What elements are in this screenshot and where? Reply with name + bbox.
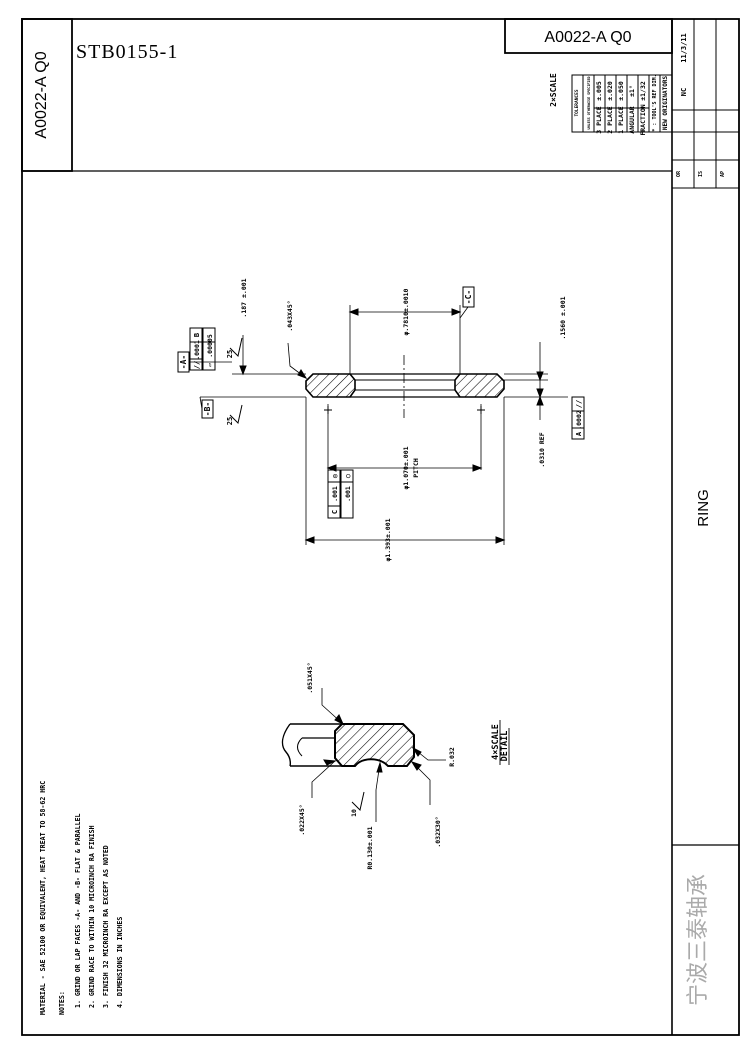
new-originators: NEW ORIGINATORS	[662, 76, 669, 131]
notes-block: MATERIAL - SAE 52100 OR EQUIVALENT, HEAT…	[39, 781, 124, 1015]
dim-pitch: φ1.070±.001	[402, 446, 410, 489]
detail-title-scale: 4×SCALE	[491, 724, 501, 760]
tol-row-2place-value: ±.020	[606, 81, 614, 101]
revision-block: 11/3/11 NC OR IS AP	[676, 33, 726, 177]
tol-row-angular-value: ±1°	[628, 85, 636, 97]
fcf-a-symbol: //	[193, 361, 201, 369]
tol-row-3place-value: ±.005	[595, 81, 603, 101]
sheet-border	[21, 18, 740, 1036]
note-4: 4. DIMENSIONS IN INCHES	[116, 917, 124, 1008]
revision-letter-or: OR	[676, 170, 682, 177]
company-watermark: 宁波三泰轴承	[686, 874, 711, 1006]
ring-section-right	[454, 373, 505, 398]
part-name: RING	[695, 489, 712, 527]
detail-labels: 4×SCALE DETAIL .051X45° .022X45° R.032 R…	[298, 662, 510, 869]
fcf-a-value: .0001	[193, 340, 201, 360]
tol-row-1place-value: ±.050	[617, 81, 625, 101]
fcf-c-symbol: ◎	[331, 473, 339, 478]
fcf-parallelism-b	[571, 396, 585, 440]
datum-b-label: -B-	[203, 402, 212, 416]
datum-a-label: -A-	[179, 355, 188, 369]
finish-a-value: 25	[226, 350, 234, 358]
detail-view	[281, 688, 510, 822]
revision-date: 11/3/11	[680, 33, 688, 63]
fcf-b-value: .0002	[575, 410, 583, 430]
fcf-c-datum: C	[331, 510, 339, 514]
dim-detail-chamfer-left: .022X45°	[298, 804, 306, 835]
ring-section-left	[305, 373, 356, 398]
dim-detail-chamfer-top: .051X45°	[306, 662, 314, 693]
fcf-a-datum: B	[193, 333, 201, 337]
dim-bore: φ.7810±.0010	[402, 288, 410, 335]
detail-section	[334, 723, 415, 767]
tolerance-block: 2×SCALE TOLERANCES UNLESS OTHERWISE SPEC…	[549, 73, 673, 136]
dim-detail-radius: R.032	[448, 747, 456, 767]
tol-row-fraction-label: FRACTION	[639, 104, 647, 135]
fcf-parallelism-a	[189, 327, 203, 371]
tol-row-1place-label: 1 PLACE	[617, 106, 625, 133]
revision-letter-ap: AP	[720, 171, 726, 177]
tolerance-subtitle: UNLESS OTHERWISE SPECIFIED	[587, 76, 591, 129]
tol-row-2place-label: 2 PLACE	[606, 106, 614, 133]
fcf-roundness-symbol: ○	[344, 474, 352, 478]
tol-row-fraction-value: ±1/32	[639, 81, 647, 101]
dim-chamfer: .043X45°	[286, 300, 294, 331]
tool-ref-note: * : TOOL'S REF DIM.	[652, 74, 658, 131]
note-2: 2. GRIND RACE TO WITHIN 10 MICROINCH RA …	[88, 825, 96, 1008]
tol-row-3place-label: 3 PLACE	[595, 106, 603, 133]
detail-title: DETAIL	[500, 731, 510, 762]
dim-ref: .0310 REF	[538, 432, 546, 467]
main-section-view	[177, 286, 585, 545]
tol-row-angular-label: ANGULAR	[628, 106, 636, 133]
part-id: STB0155-1	[76, 41, 178, 63]
finish-b-value: 25	[226, 417, 234, 425]
material-note: MATERIAL - SAE 52100 OR EQUIVALENT, HEAT…	[39, 781, 47, 1015]
dim-od: φ1.393±.001	[384, 518, 392, 561]
note-3: 3. FINISH 32 MICROINCH RA EXCEPT AS NOTE…	[102, 845, 110, 1008]
revision-by: NC	[680, 88, 688, 96]
fcf-b-symbol: //	[575, 400, 583, 408]
datum-c-label: -C-	[464, 290, 473, 304]
fcf-flatness-symbol: ▱	[206, 362, 214, 367]
dim-thickness: .187 ±.001	[240, 278, 248, 317]
tolerance-title: TOLERANCES	[574, 89, 580, 116]
main-view-labels: -A- -B- -C- // .0001 B ▱ .00005 // .0002…	[179, 278, 583, 561]
scale-note: 2×SCALE	[549, 73, 558, 107]
fcf-position-c	[327, 469, 341, 519]
detail-finish-value: 10	[350, 809, 358, 817]
fcf-roundness-value: .001	[344, 486, 352, 502]
dim-pitch-label: PITCH	[412, 458, 420, 478]
dim-detail-race-radius: R0.130±.001	[366, 826, 374, 869]
note-1: 1. GRIND OR LAP FACES -A- AND -B- FLAT &…	[74, 813, 82, 1008]
dim-race-depth: .1560 ±.001	[559, 296, 567, 339]
notes-heading: NOTES:	[58, 991, 66, 1015]
fcf-flatness-value: .00005	[206, 334, 214, 358]
dim-detail-angle: .032X30°	[434, 816, 442, 847]
side-tab-number: A0022-A Q0	[33, 51, 50, 138]
drawing-number: A0022-A Q0	[544, 29, 631, 46]
revision-letter-is: IS	[698, 171, 704, 177]
fcf-b-datum: A	[575, 431, 583, 436]
fcf-c-value: .001	[331, 486, 339, 502]
